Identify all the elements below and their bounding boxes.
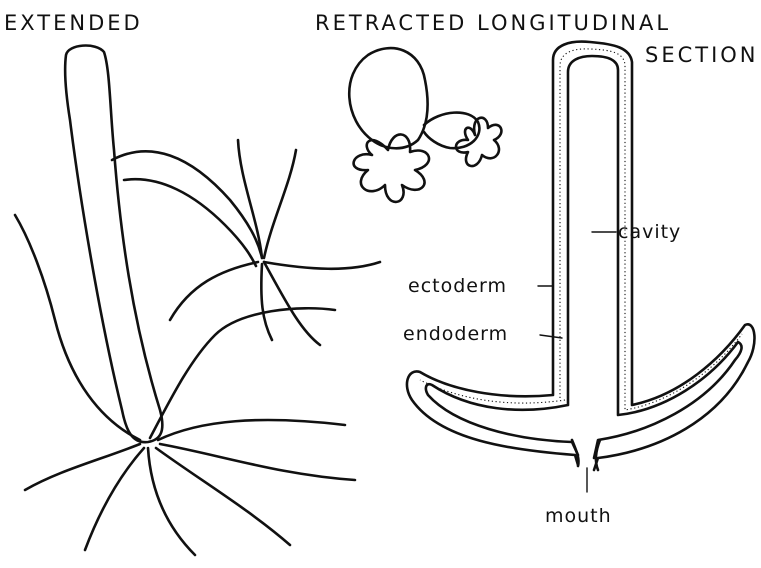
- extended-hydra: [15, 46, 380, 555]
- title-retracted-longitudinal: RETRACTED LONGITUDINAL: [315, 11, 671, 35]
- longitudinal-section: [407, 42, 755, 470]
- label-endoderm: endoderm: [403, 323, 508, 345]
- section-cell-layer: [420, 49, 742, 410]
- bud-tentacle: [264, 150, 296, 258]
- retracted-hydra: [349, 48, 501, 202]
- basal-tentacle: [85, 448, 144, 550]
- basal-tentacle: [148, 448, 195, 555]
- bud-tentacle: [264, 262, 380, 269]
- section-outer-wall: [407, 42, 755, 470]
- basal-tentacle: [160, 444, 355, 480]
- retracted-body: [349, 48, 427, 148]
- retracted-tentacle-knot: [354, 134, 429, 201]
- endoderm-leader: [540, 335, 562, 338]
- basal-tentacle: [158, 420, 345, 440]
- bud-tentacle: [264, 262, 320, 345]
- label-mouth: mouth: [545, 505, 612, 527]
- label-ectoderm: ectoderm: [408, 275, 507, 297]
- bud-tentacle: [170, 262, 258, 320]
- title-section: SECTION: [645, 43, 759, 67]
- basal-tentacle: [150, 308, 335, 438]
- label-cavity: cavity: [618, 221, 681, 243]
- basal-tentacle: [25, 444, 140, 490]
- bud-tentacle: [238, 140, 262, 258]
- bud-stalk: [112, 151, 262, 266]
- title-extended: EXTENDED: [4, 11, 143, 35]
